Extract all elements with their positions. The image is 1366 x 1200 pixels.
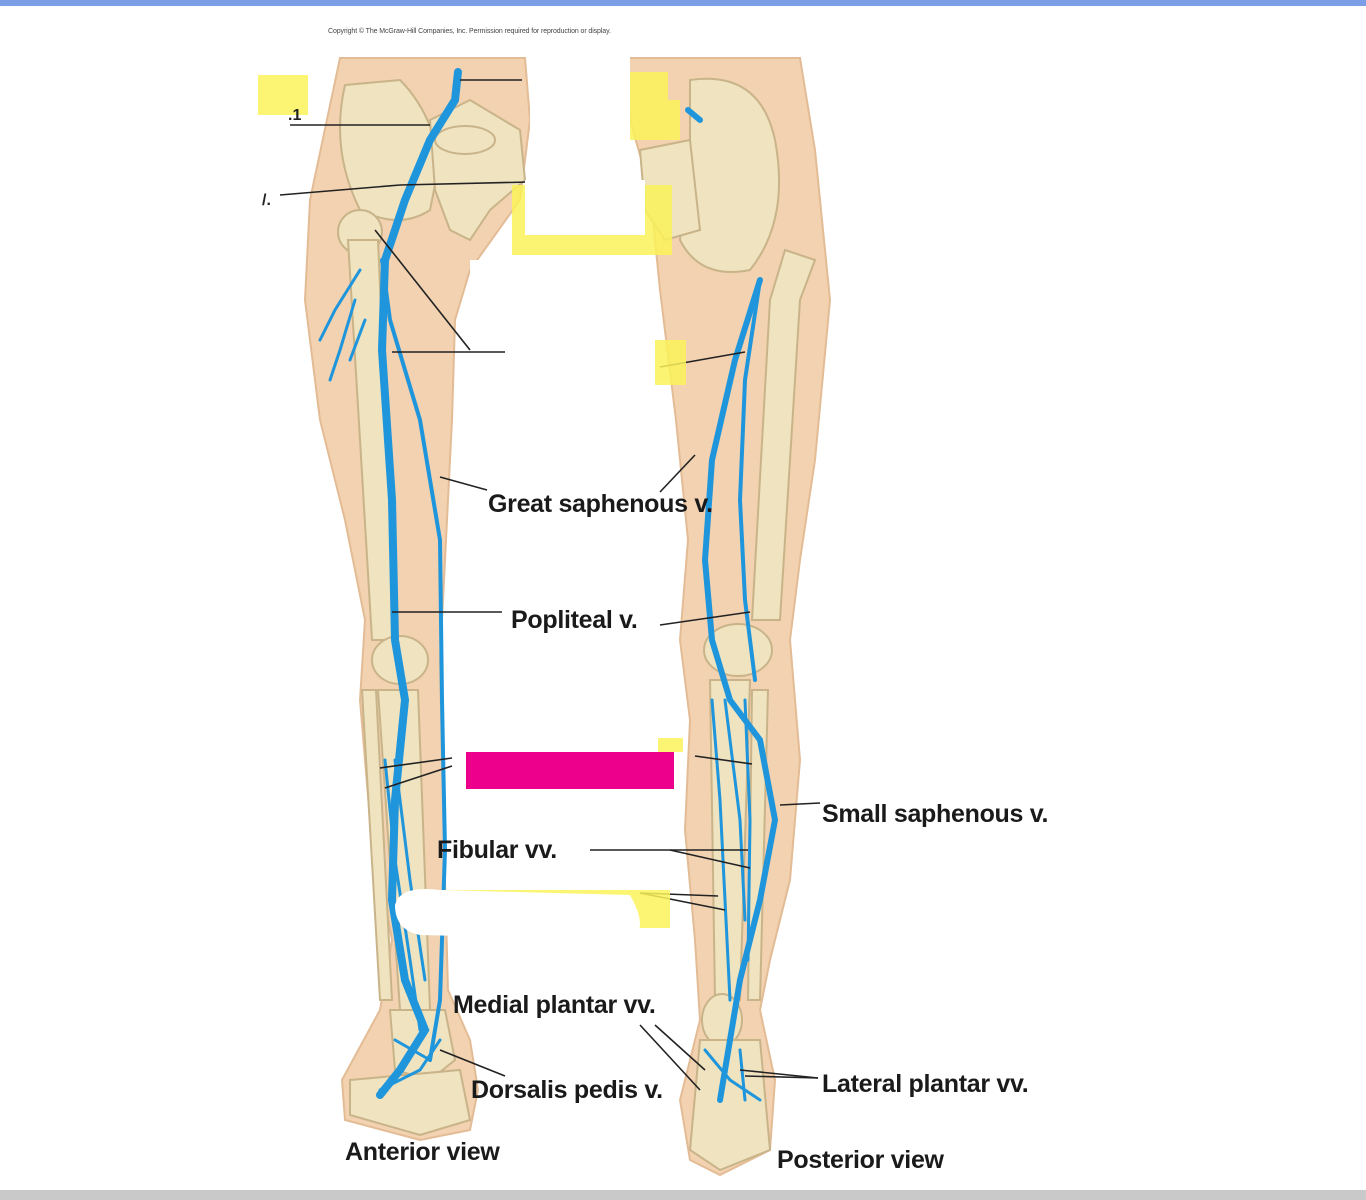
anterior-veins — [318, 68, 462, 1099]
posterior-veins — [685, 107, 779, 1103]
label-popliteal: Popliteal v. — [511, 606, 638, 634]
bottom-border — [0, 1190, 1366, 1200]
magenta-redaction-box — [466, 752, 674, 789]
caption-anterior-view: Anterior view — [345, 1138, 500, 1166]
top-border — [0, 0, 1366, 6]
label-small-saphenous: Small saphenous v. — [822, 800, 1049, 828]
white-redactions — [55, 40, 655, 940]
label-great-saphenous: Great saphenous v. — [488, 490, 713, 518]
svg-text:.1: .1 — [288, 107, 301, 124]
caption-posterior-view: Posterior view — [777, 1146, 944, 1174]
label-medial-plantar: Medial plantar vv. — [453, 991, 656, 1019]
label-lateral-plantar: Lateral plantar vv. — [822, 1070, 1029, 1098]
copyright-notice: Copyright © The McGraw-Hill Companies, I… — [328, 28, 611, 35]
svg-text:/.: /. — [262, 192, 271, 209]
label-dorsalis-pedis: Dorsalis pedis v. — [471, 1076, 663, 1104]
label-fibular: Fibular vv. — [437, 836, 557, 864]
